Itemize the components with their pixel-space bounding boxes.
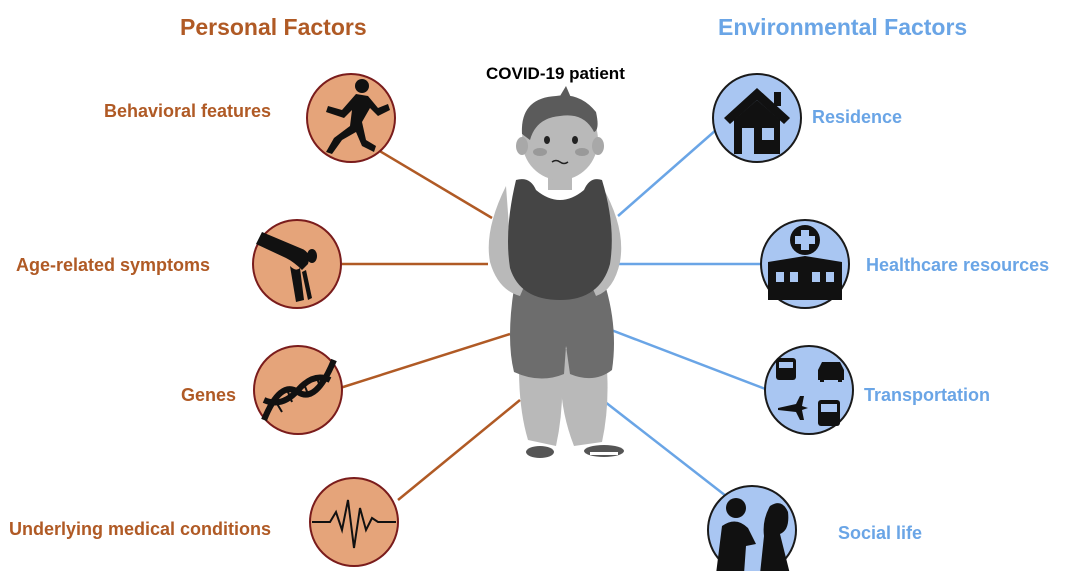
underlying-circle xyxy=(309,477,399,567)
connector-genes xyxy=(339,332,511,390)
transportation-icon xyxy=(776,358,844,426)
label-genes: Genes xyxy=(181,385,237,405)
label-healthcare-resources: Healthcare resources xyxy=(866,255,1050,275)
label-social-life: Social life xyxy=(838,523,923,543)
connector-behavioral xyxy=(377,148,493,220)
dna-icon xyxy=(261,358,337,422)
patient-title: COVID-19 patient xyxy=(486,64,625,83)
residence-circle xyxy=(712,73,802,163)
house-icon xyxy=(724,88,790,154)
knee-joint-icon xyxy=(256,232,317,302)
environmental-connectors xyxy=(599,129,769,497)
social-circle xyxy=(707,485,797,571)
healthcare-circle xyxy=(760,219,850,309)
environmental-factors-heading: Environmental Factors xyxy=(718,14,968,40)
personal-connectors xyxy=(339,148,521,501)
heartbeat-icon xyxy=(312,499,396,549)
label-age-related-symptoms: Age-related symptoms xyxy=(16,255,211,275)
connector-social xyxy=(599,397,727,497)
label-behavioral-features: Behavioral features xyxy=(104,101,272,121)
label-underlying-medical-conditions: Underlying medical conditions xyxy=(9,519,272,539)
connector-underlying xyxy=(397,399,521,501)
connector-transportation xyxy=(605,326,769,392)
label-residence: Residence xyxy=(812,107,903,127)
personal-factors-heading: Personal Factors xyxy=(180,14,367,40)
transportation-circle xyxy=(764,345,854,435)
genes-circle xyxy=(253,345,343,435)
age-circle xyxy=(252,219,342,309)
behavioral-circle xyxy=(306,73,396,163)
running-person-icon xyxy=(326,79,390,154)
hospital-icon xyxy=(768,225,842,300)
people-talking-icon xyxy=(716,498,790,571)
connector-residence xyxy=(617,129,717,217)
patient-figure xyxy=(488,86,624,458)
label-transportation: Transportation xyxy=(864,385,991,405)
